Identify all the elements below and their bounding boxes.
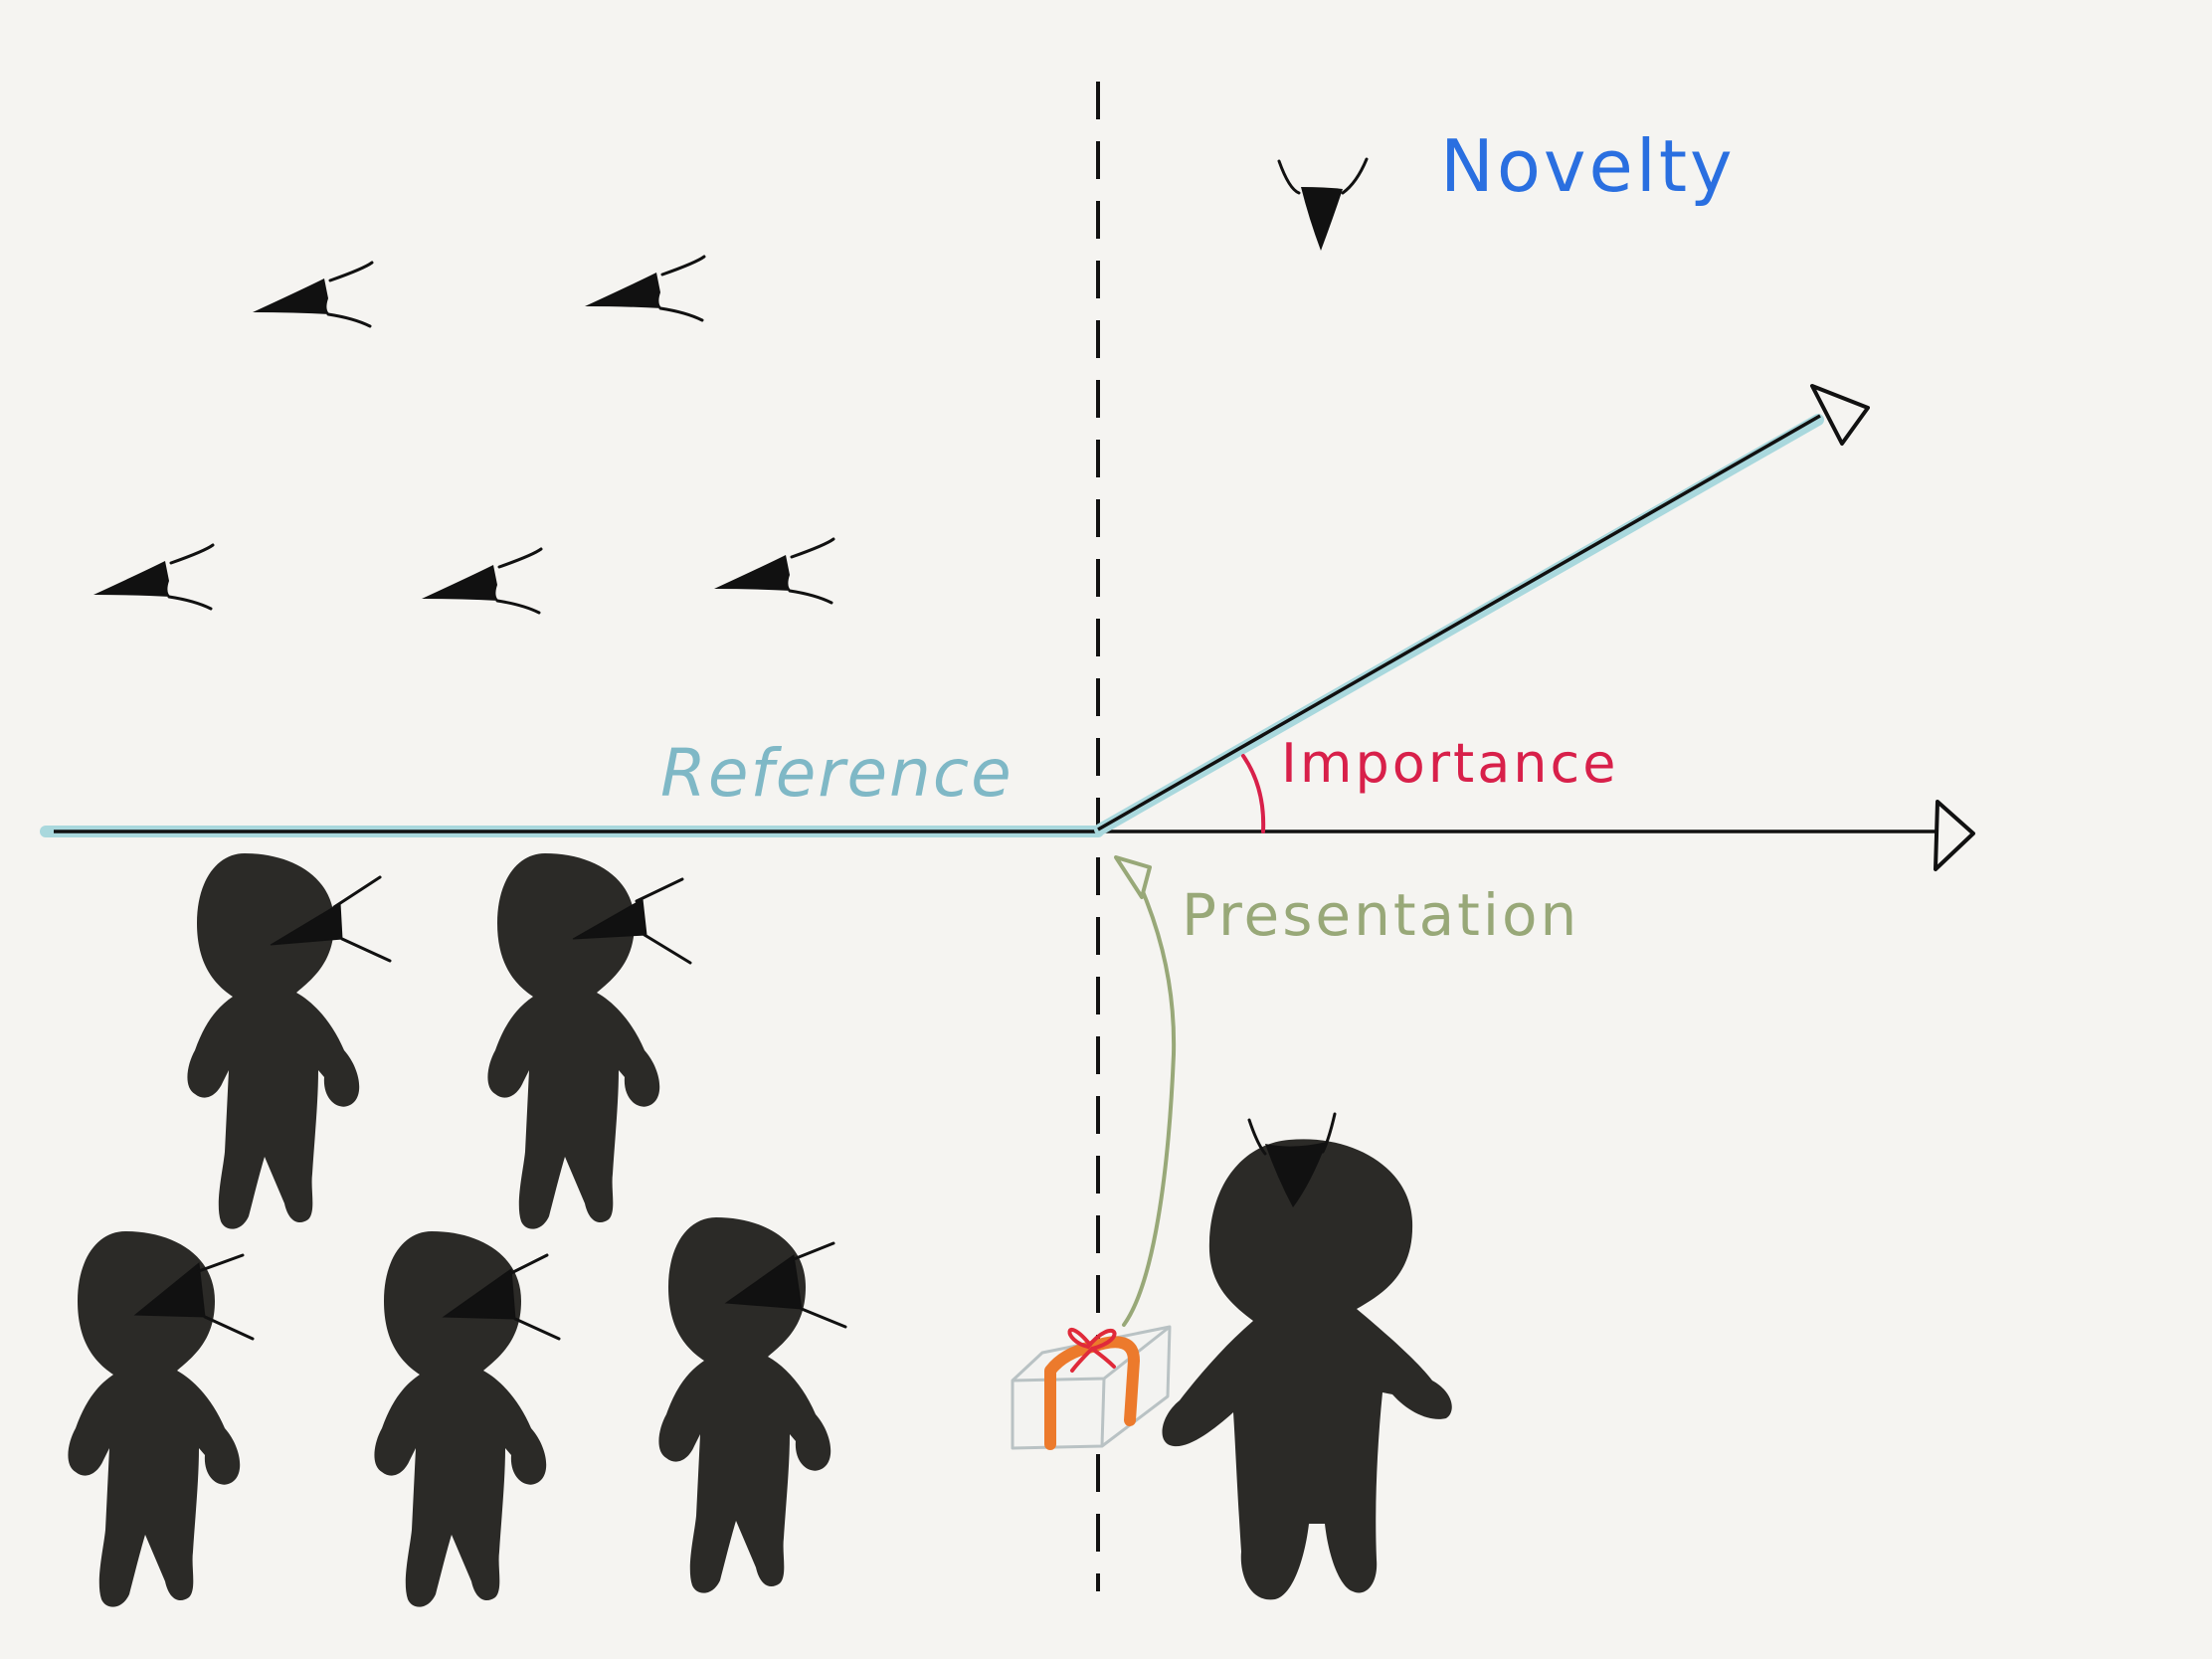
novelty-vector bbox=[1097, 414, 1821, 831]
face-eye-line bbox=[635, 877, 684, 903]
reference-label: Reference bbox=[660, 735, 1014, 812]
gift-box-icon bbox=[1011, 1325, 1172, 1450]
face-eye-line bbox=[509, 1253, 549, 1275]
face-eye-line bbox=[197, 1253, 245, 1273]
presentation-arrow bbox=[1122, 873, 1177, 1327]
eye-icon bbox=[251, 261, 374, 328]
face-eye-icon bbox=[724, 1254, 803, 1310]
person-icon bbox=[374, 1231, 547, 1607]
horizontal-axis-arrowhead bbox=[1934, 800, 1975, 871]
face-eye-line bbox=[800, 1307, 847, 1329]
face-eye-line bbox=[792, 1241, 835, 1261]
eye-icon bbox=[712, 537, 835, 605]
face-eye-line bbox=[643, 933, 692, 965]
face-eye-line bbox=[203, 1315, 255, 1341]
face-eye-line bbox=[513, 1317, 561, 1341]
person-icon bbox=[658, 1217, 831, 1593]
presentation-arrowhead bbox=[1114, 855, 1152, 899]
eye-icon bbox=[583, 255, 706, 322]
face-eye-icon bbox=[442, 1268, 516, 1320]
eye-icon bbox=[420, 547, 543, 615]
eye-icon bbox=[92, 543, 215, 611]
importance-angle-arc bbox=[1241, 754, 1266, 833]
face-eye-icon bbox=[133, 1262, 206, 1318]
face-eye-line bbox=[340, 937, 392, 963]
eye-icon bbox=[1247, 1112, 1337, 1207]
face-eye-icon bbox=[270, 902, 343, 946]
eye-icon bbox=[1277, 157, 1369, 251]
face-eye-icon bbox=[572, 898, 647, 940]
novelty-label: Novelty bbox=[1440, 124, 1736, 208]
importance-label: Importance bbox=[1281, 732, 1618, 795]
face-eye-line bbox=[332, 875, 382, 909]
person-icon bbox=[68, 1231, 241, 1607]
presenter-person-icon bbox=[1162, 1139, 1452, 1600]
presentation-label: Presentation bbox=[1182, 881, 1579, 949]
novelty-vector-arrowhead bbox=[1810, 384, 1870, 446]
